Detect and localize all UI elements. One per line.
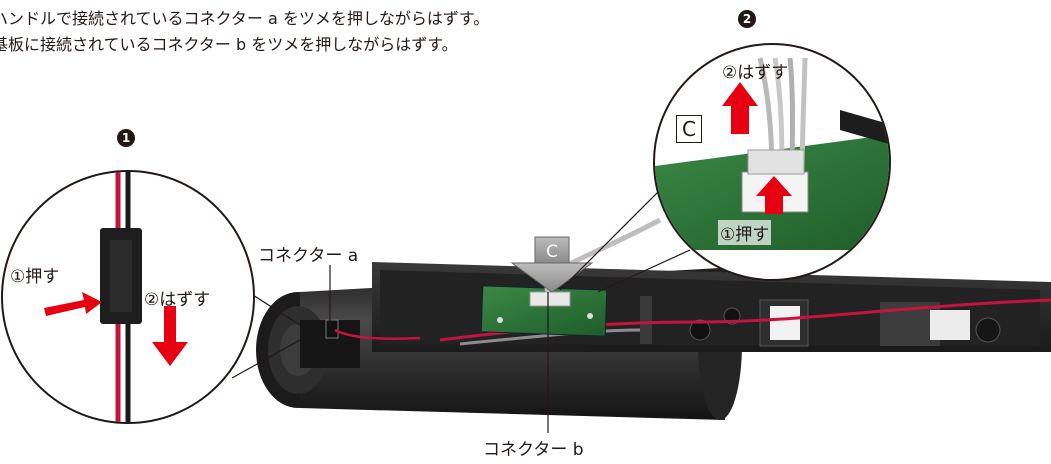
step-1-number: 1	[117, 129, 135, 147]
connector-a-callout: コネクター a	[258, 246, 359, 266]
push-arrow-1	[44, 292, 102, 316]
step-1-push-label: ①押す	[10, 267, 60, 287]
instruction-line-1: ハンドルで接続されているコネクター a をツメを押しながらはずす。	[0, 9, 490, 28]
detail-circle-2	[653, 43, 891, 281]
step-2-remove-label: ②はずす	[722, 63, 789, 83]
step-2-view-label: C	[676, 115, 702, 143]
handle-housing	[372, 262, 1051, 352]
remove-arrow-1	[152, 306, 188, 366]
step-2-push-label: ①押す	[718, 220, 772, 245]
push-arrow-2	[756, 176, 792, 214]
step-1-remove-label: ②はずす	[144, 290, 211, 310]
detail-circle-1	[1, 170, 255, 424]
step-2-number: 2	[738, 10, 756, 28]
remove-arrow-2	[722, 82, 758, 134]
instruction-line-2: 基板に接続されているコネクター b をツメを押しながらはずす。	[0, 35, 458, 54]
view-arrow-c: C	[510, 236, 594, 293]
connector-a-area	[300, 319, 421, 368]
connector-b-callout: コネクター b	[483, 440, 584, 460]
view-arrow-c-label: C	[546, 242, 558, 262]
leader-lines	[231, 189, 691, 433]
